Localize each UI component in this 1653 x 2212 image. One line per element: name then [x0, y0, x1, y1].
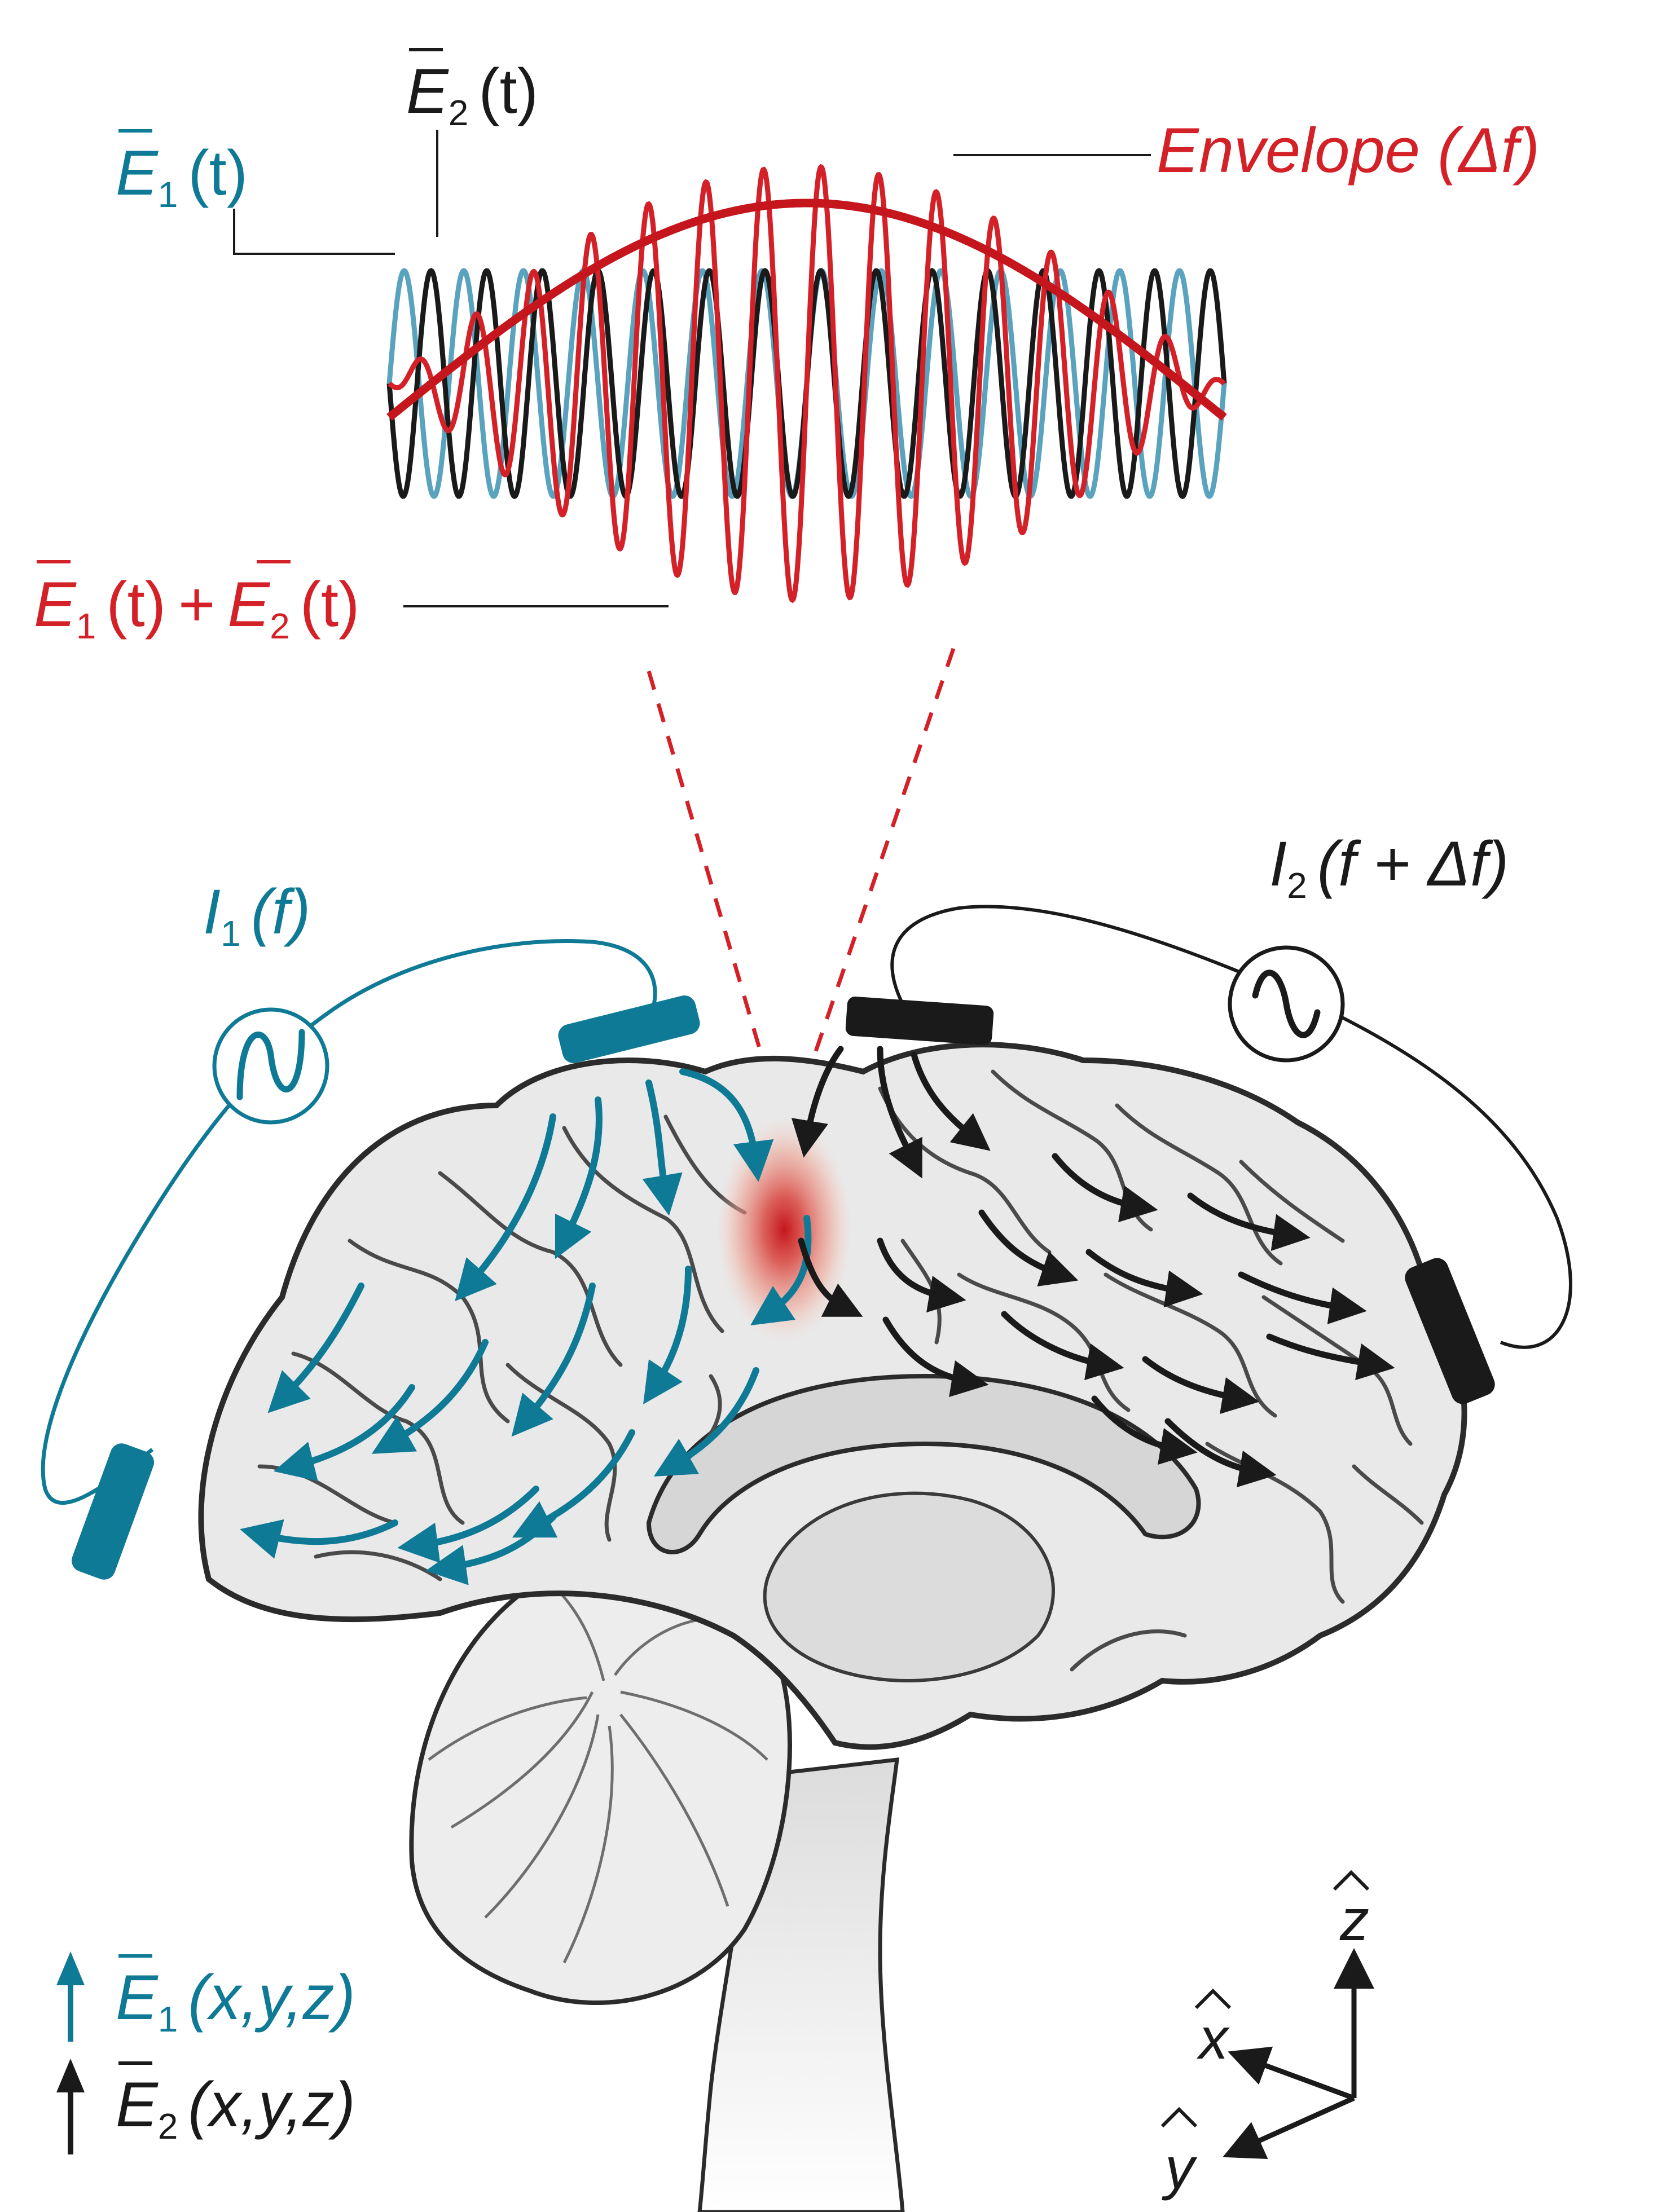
legend-e2-arrowhead: [56, 2059, 85, 2092]
x-axis-label: x: [1196, 2006, 1230, 2072]
e2-arrow: [877, 1237, 966, 1313]
gyri-lines: [257, 1069, 1424, 1672]
e1-arrow: [274, 1384, 415, 1482]
legend-e1-label: E1(x,y,z): [116, 1962, 355, 2039]
y-axis: [1223, 2095, 1355, 2160]
legend: E1(x,y,z) E2(x,y,z): [56, 1951, 355, 2154]
waveform-leaders: [233, 130, 1151, 607]
envelope-label: Envelope (Δf): [1157, 115, 1540, 186]
e1-arrow: [425, 1514, 556, 1585]
e1-arrow: [511, 1283, 596, 1437]
e2-arrow: [1001, 1311, 1124, 1381]
e1-field-arrows: [240, 1068, 812, 1585]
e1-arrow: [643, 1266, 692, 1404]
source-i1-label: I1(f): [203, 876, 310, 954]
zoom-line-right: [799, 647, 956, 1095]
thalamus: [763, 1491, 1055, 1682]
e1-arrow: [679, 1068, 774, 1182]
e2-arrow: [1266, 1333, 1395, 1381]
e1-arrow: [653, 1367, 759, 1477]
sum-label: E1(t)+E2(t): [34, 569, 359, 646]
e1-leader-line: [233, 209, 395, 255]
brain-sagittal: [198, 1042, 1467, 2212]
e1-arrow: [455, 1113, 556, 1302]
x-axis: [1228, 2046, 1355, 2101]
e1-time-label: E1(t): [116, 138, 248, 215]
e2-arrow: [1052, 1153, 1158, 1223]
e2-arrow: [882, 1316, 989, 1398]
corpus-callosum: [646, 1373, 1201, 1554]
electrode-2-right: [1405, 1258, 1495, 1404]
cerebellum: [409, 1554, 792, 2006]
e2-arrow: [1142, 1356, 1260, 1415]
e1-arrow: [267, 1283, 364, 1413]
stimulation-hotspot: [716, 1117, 852, 1342]
electrode-2-top: [845, 996, 994, 1046]
e2-arrow: [1085, 1249, 1203, 1307]
legend-e2-label: E2(x,y,z): [116, 2069, 355, 2147]
circuit-i2: [845, 905, 1572, 1404]
y-hat: [1160, 2107, 1198, 2128]
e1-arrow: [371, 1339, 489, 1454]
wire-i1: [41, 939, 657, 1505]
z-hat: [1333, 1870, 1370, 1891]
waveform-panel: [386, 164, 1227, 603]
e1-arrow: [642, 1079, 683, 1216]
e2-arrow: [978, 1209, 1079, 1286]
source-i2-label: I2(f + Δf): [1269, 829, 1509, 906]
x-hat: [1194, 1988, 1232, 2010]
z-axis-label: z: [1339, 1888, 1369, 1953]
zoom-lines: [647, 647, 956, 1095]
zoom-line-left: [647, 671, 775, 1095]
e2-field-arrows: [791, 1046, 1395, 1488]
e2-arrow: [1238, 1271, 1367, 1324]
electrode-1-top: [558, 995, 700, 1063]
e2-time-label: E2(t): [406, 56, 538, 133]
e2-arrow: [911, 1051, 991, 1151]
sine-wave-icon: [236, 1029, 305, 1100]
e2-arrow: [877, 1046, 922, 1179]
sine-wave-icon: [1252, 970, 1321, 1038]
coordinate-axes: [1223, 1948, 1374, 2160]
e1-arrow: [240, 1519, 398, 1559]
legend-e1-arrowhead: [56, 1951, 85, 1985]
circuit-i1: [41, 939, 700, 1580]
electrode-1-left: [72, 1443, 154, 1580]
e2-arrow: [1187, 1192, 1311, 1251]
e2-arrow: [1091, 1395, 1198, 1465]
e2-arrow: [791, 1046, 844, 1158]
e1-arrow: [555, 1096, 603, 1259]
e1-arrow: [397, 1486, 539, 1563]
sum-wave: [388, 164, 1226, 603]
e2-arrow: [798, 1237, 863, 1317]
envelope-curve: [386, 199, 1227, 421]
y-axis-label: y: [1162, 2136, 1198, 2201]
e1-arrow: [750, 1215, 812, 1325]
